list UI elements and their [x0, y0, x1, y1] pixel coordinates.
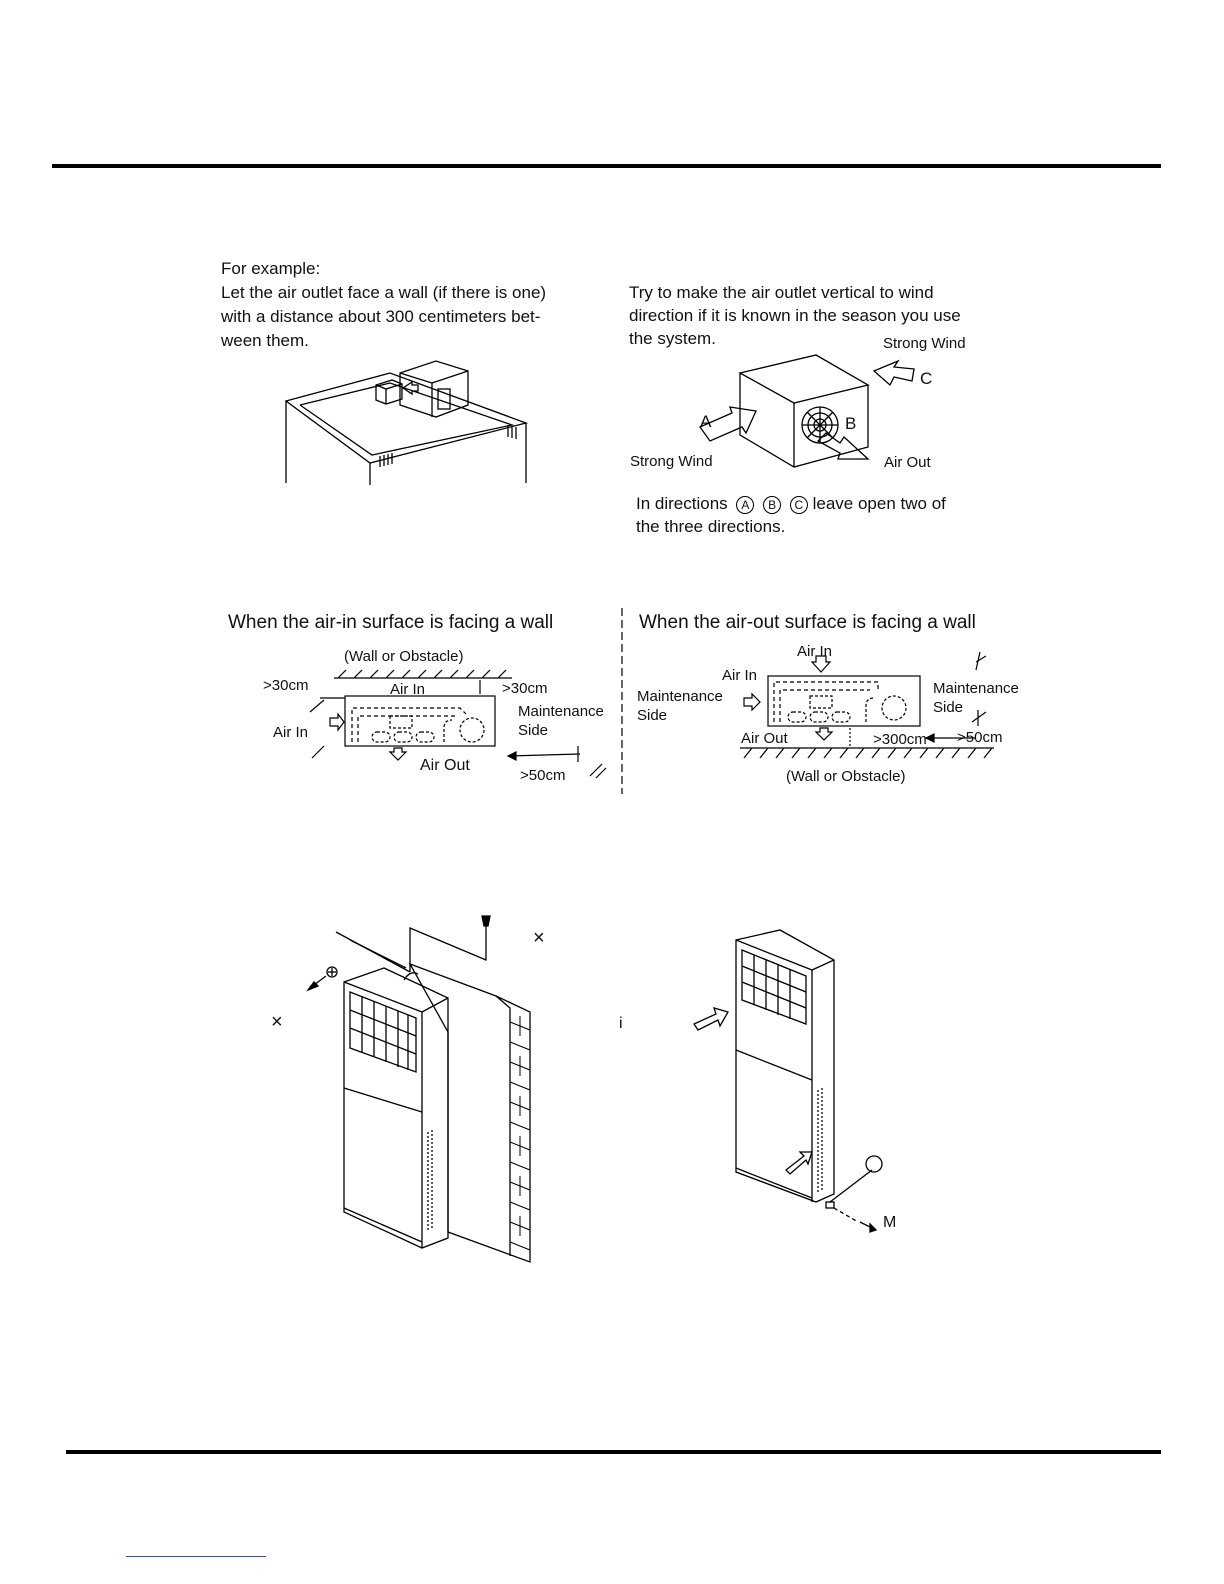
note-tail: leave open two of: [812, 494, 946, 513]
air-in-wall-title: When the air-in surface is facing a wall: [228, 612, 554, 633]
strong-wind-top-label: Strong Wind: [883, 335, 966, 352]
air-out-side-left: Side: [637, 707, 668, 724]
air-in-clear-right: >30cm: [502, 680, 548, 697]
air-out-side-right: Side: [933, 699, 964, 716]
dir-b-label: B: [845, 414, 857, 433]
dir-a-label: A: [700, 412, 712, 431]
air-out-wall-title: When the air-out surface is facing a wal…: [639, 612, 976, 633]
air-out-maint-left: Maintenance: [637, 688, 723, 705]
strong-wind-left-label: Strong Wind: [630, 453, 713, 470]
cross-mark-2: ×: [271, 1011, 283, 1033]
circled-a: A: [736, 496, 755, 514]
air-in-wall-obstacle: (Wall or Obstacle): [344, 648, 464, 665]
example-heading: For example:: [221, 259, 321, 278]
circled-b: B: [763, 496, 782, 514]
section-divider: [621, 608, 623, 794]
unit-with-wall-diagram: [306, 915, 531, 1263]
footer-link-underline[interactable]: [126, 1556, 266, 1557]
air-out-air-in-left: Air In: [722, 667, 758, 684]
circled-c: C: [789, 496, 808, 514]
note-prefix: In directions: [636, 494, 728, 513]
directions-note-line-1: In directions A B C leave open two of: [636, 492, 946, 516]
air-out-right-label: Air Out: [884, 454, 931, 471]
cross-mark-1: ×: [533, 927, 545, 949]
air-in-side-word: Side: [518, 722, 549, 739]
wind-direction-diagram: [699, 354, 915, 468]
air-in-maintenance-label: Maintenance: [518, 703, 604, 720]
air-in-side-label: Air In: [273, 724, 309, 741]
bottom-rule: [66, 1450, 1161, 1454]
air-in-wall-diagram: [309, 669, 607, 779]
directions-note-line-2: the three directions.: [636, 517, 786, 536]
air-out-air-out-label: Air Out: [741, 730, 788, 747]
right-line-2: direction if it is known in the season y…: [629, 306, 961, 325]
air-in-air-out-label: Air Out: [420, 757, 470, 774]
air-out-clear-out: >300cm: [873, 731, 927, 748]
left-line-3: ween them.: [221, 331, 309, 350]
left-line-2: with a distance about 300 centimeters be…: [221, 307, 541, 326]
air-out-clear-maint: >50cm: [957, 729, 1003, 746]
air-in-clear-left: >30cm: [263, 677, 309, 694]
mark-i: i: [619, 1015, 623, 1032]
top-rule: [52, 164, 1161, 168]
air-in-clear-maint: >50cm: [520, 767, 566, 784]
left-line-1: Let the air outlet face a wall (if there…: [221, 283, 547, 302]
rooftop-diagram: [284, 360, 529, 485]
air-out-wall-diagram: [740, 651, 994, 759]
air-in-top-label: Air In: [390, 681, 426, 698]
air-out-maint-right: Maintenance: [933, 680, 1019, 697]
air-out-wall-obstacle: (Wall or Obstacle): [786, 768, 906, 785]
dir-c-label: C: [920, 369, 933, 388]
mark-m: M: [883, 1214, 897, 1231]
standalone-unit-diagram: [693, 929, 883, 1233]
right-line-3: the system.: [629, 329, 716, 348]
right-line-1: Try to make the air outlet vertical to w…: [629, 283, 934, 302]
